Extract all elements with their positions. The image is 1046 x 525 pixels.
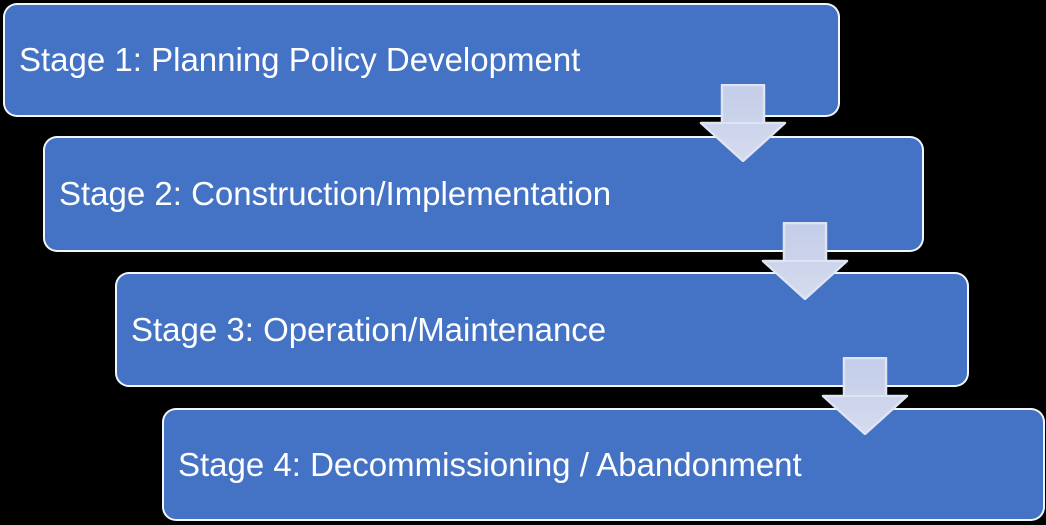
stage-1-label: Stage 1: Planning Policy Development [19, 41, 581, 78]
stage-4-label: Stage 4: Decommissioning / Abandonment [178, 445, 802, 483]
down-arrow-icon [761, 222, 849, 300]
down-arrow-icon [821, 357, 909, 435]
down-arrow-icon [699, 84, 787, 162]
stage-3-box: Stage 3: Operation/Maintenance [115, 272, 969, 387]
stage-3-label: Stage 3: Operation/Maintenance [131, 310, 607, 348]
stage-2-label: Stage 2: Construction/Implementation [59, 175, 612, 212]
stage-2-box: Stage 2: Construction/Implementation [43, 136, 924, 252]
stage-4-box: Stage 4: Decommissioning / Abandonment [162, 408, 1045, 521]
stage-1-box: Stage 1: Planning Policy Development [3, 3, 840, 117]
